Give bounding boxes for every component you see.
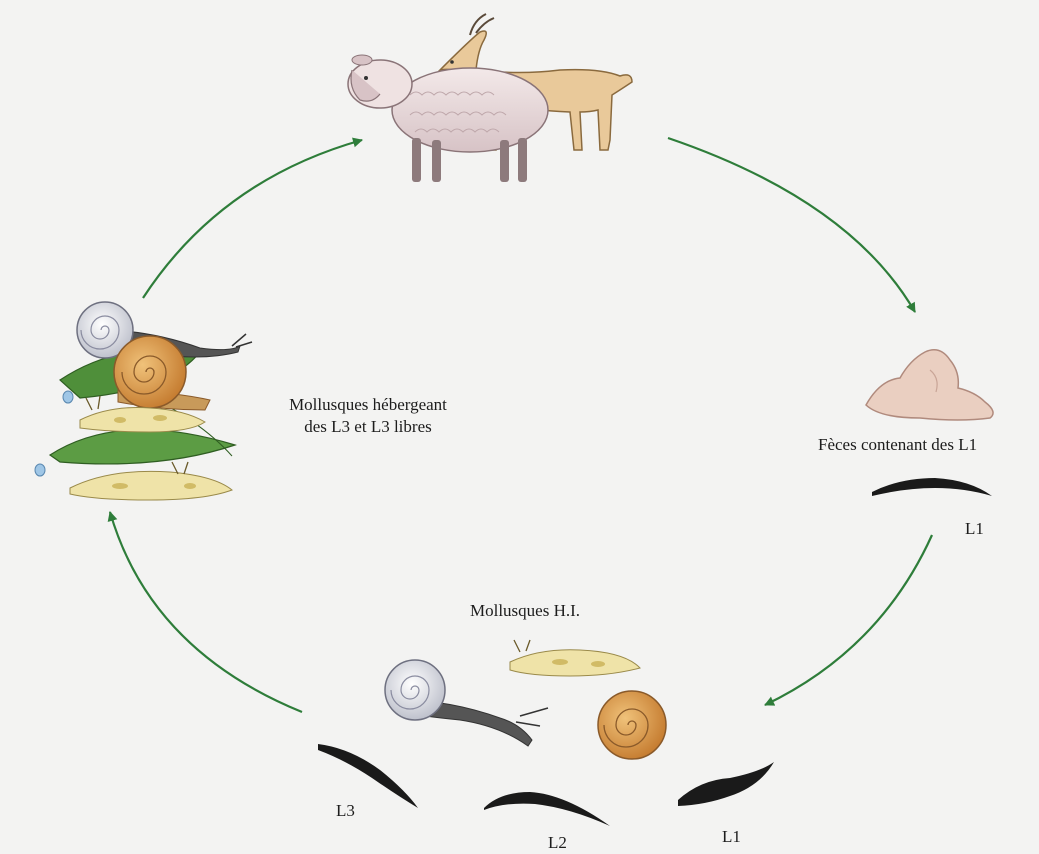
larva-l1-free	[872, 478, 992, 496]
feces-label: Fèces contenant des L1	[818, 434, 977, 456]
infected-molluscs-label: Mollusques hébergeant des L3 et L3 libre…	[238, 394, 498, 438]
larva-l2	[484, 792, 610, 826]
arrow-hosts-to-feces	[668, 138, 915, 312]
infected-molluscs-label-line1: Mollusques hébergeant	[238, 394, 498, 416]
cycle-arrows	[110, 138, 932, 712]
larva-l3	[318, 744, 418, 808]
larva-l1	[678, 762, 774, 806]
feces-illustration	[866, 350, 993, 420]
larva-l2-label: L2	[548, 832, 567, 854]
infected-molluscs-illustration	[35, 302, 252, 500]
infected-molluscs-label-line2: des L3 et L3 libres	[238, 416, 498, 438]
free-l1-label: L1	[965, 518, 984, 540]
arrow-larvae-to-infected-molluscs	[110, 512, 302, 712]
arrow-infected-to-hosts	[143, 140, 362, 298]
intermediate-hosts-illustration	[385, 640, 666, 759]
larva-l3-label: L3	[336, 800, 355, 822]
intermediate-hosts-label: Mollusques H.I.	[470, 600, 580, 622]
larva-l1-label: L1	[722, 826, 741, 848]
arrow-l1-to-molluscs	[765, 535, 932, 705]
